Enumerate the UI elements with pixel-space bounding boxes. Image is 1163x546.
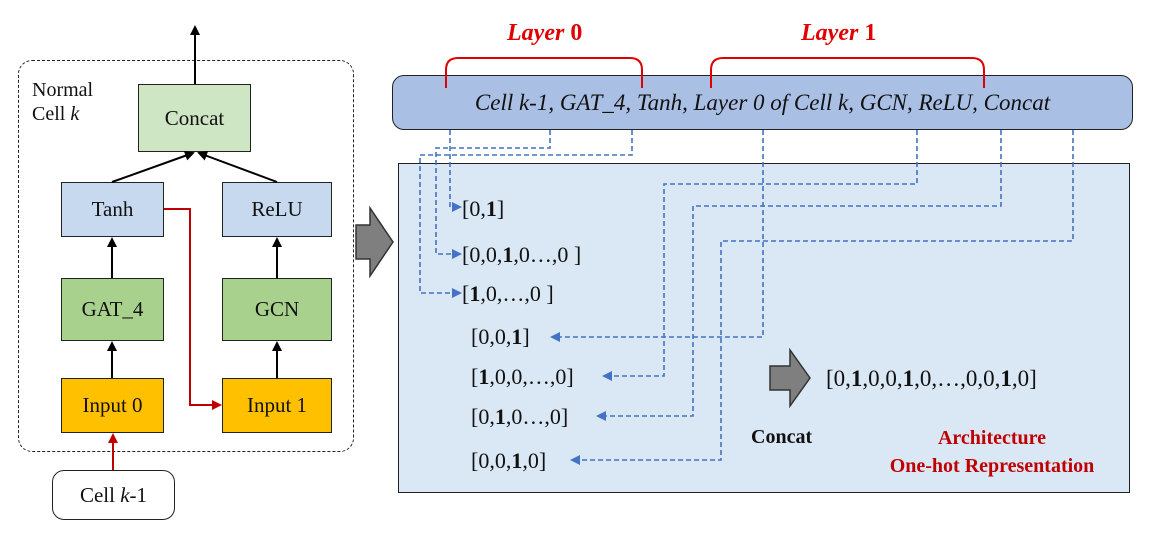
hot-bit: 1 xyxy=(511,324,523,349)
link-tanh xyxy=(419,130,633,298)
normal-cell-label-var: k xyxy=(70,103,80,125)
one-hot-title-line2: One-hot Representation xyxy=(889,455,1095,477)
concat-label: Concat xyxy=(751,426,813,448)
hot-bit: 1 xyxy=(494,404,506,429)
input1-node: Input 1 xyxy=(222,378,332,433)
one-hot-title: Architecture One-hot Representation xyxy=(862,424,1122,480)
vector-part: ] xyxy=(522,324,530,349)
hot-bit: 1 xyxy=(511,448,523,473)
gat-node: GAT_4 xyxy=(61,278,164,341)
layer0-bracket xyxy=(445,57,643,88)
prev-cell-node: Cell k-1 xyxy=(52,470,175,520)
gcn-node: GCN xyxy=(222,278,332,341)
normal-cell-label-prefix: Cell xyxy=(32,103,71,125)
architecture-sequence: Cell k-1, GAT_4, Tanh, Layer 0 of Cell k… xyxy=(392,75,1133,130)
vector-part: ,0…,0] xyxy=(505,404,569,429)
vector-part: [0,0, xyxy=(462,242,503,267)
tanh-to-input1-arrow xyxy=(164,208,222,410)
relu-to-concat-arrow xyxy=(197,151,278,183)
hot-bit: 1 xyxy=(1000,366,1012,391)
hot-bit: 1 xyxy=(485,196,497,221)
vector-part: ,0,…,0,0, xyxy=(914,366,1001,391)
tanh-node: Tanh xyxy=(61,182,164,237)
one-hot-vector: [1,0,0,…,0] xyxy=(471,364,574,390)
tanh-to-concat-arrow xyxy=(111,150,195,183)
vector-part: ,0,…,0 ] xyxy=(480,281,554,306)
normal-cell-label-line2: Cell k xyxy=(32,102,93,126)
link-relu xyxy=(596,130,1002,421)
vector-part: ,0…,0 ] xyxy=(513,242,582,267)
normal-cell-container xyxy=(18,60,354,452)
vector-part: ,0] xyxy=(1011,366,1037,391)
vector-part: [0, xyxy=(826,366,851,391)
hot-bit: 1 xyxy=(850,366,863,391)
link-gcn xyxy=(602,130,918,381)
concat-node: Concat xyxy=(138,84,251,152)
one-hot-vector: [0,0,1,0…,0 ] xyxy=(462,242,581,268)
one-hot-panel xyxy=(398,163,1130,493)
vector-part: [0,0, xyxy=(471,324,512,349)
vector-part: ] xyxy=(496,196,505,221)
normal-cell-label: Normal Cell k xyxy=(32,78,93,126)
prev-cell-var: k xyxy=(120,482,130,507)
input0-node: Input 0 xyxy=(61,378,164,433)
prev-cell-suffix: -1 xyxy=(129,482,148,507)
one-hot-vector: [0,1] xyxy=(462,196,504,222)
vector-part: [0,0, xyxy=(471,448,512,473)
concatenated-vector: [0,1,0,0,1,0,…,0,0,1,0] xyxy=(826,366,1037,392)
layer0-number: 0 xyxy=(570,20,583,46)
hot-bit: 1 xyxy=(502,242,514,267)
hot-bit: 1 xyxy=(469,281,481,306)
layer0-label: Layer 0 xyxy=(507,20,582,47)
link-cell-prev xyxy=(449,130,462,212)
one-hot-vector: [0,0,1] xyxy=(471,324,530,350)
gray-arrow-concat xyxy=(769,347,811,409)
vector-part: ,0] xyxy=(522,448,547,473)
one-hot-vector: [1,0,…,0 ] xyxy=(462,281,554,307)
layer1-bracket xyxy=(710,57,985,88)
one-hot-title-line1: Architecture xyxy=(937,427,1047,449)
relu-node: ReLU xyxy=(222,182,332,237)
layer1-label: Layer 1 xyxy=(801,20,876,47)
vector-part: [0, xyxy=(471,404,495,429)
vector-part: ,0,0,…,0] xyxy=(489,364,574,389)
one-hot-vector: [0,0,1,0] xyxy=(471,448,546,474)
normal-cell-label-line1: Normal xyxy=(32,79,94,101)
layer0-word: Layer xyxy=(507,20,565,46)
hot-bit: 1 xyxy=(902,366,915,391)
vector-part: ,0,0, xyxy=(862,366,903,391)
layer1-number: 1 xyxy=(864,20,877,46)
link-concat xyxy=(570,130,1074,465)
gray-arrow-main xyxy=(355,205,394,279)
vector-part: [ xyxy=(462,281,470,306)
layer1-word: Layer xyxy=(801,20,859,46)
vector-part: [ xyxy=(471,364,479,389)
hot-bit: 1 xyxy=(478,364,490,389)
link-layer0 xyxy=(550,130,764,342)
link-gat xyxy=(435,130,551,259)
prev-cell-prefix: Cell xyxy=(79,482,121,507)
one-hot-vector: [0,1,0…,0] xyxy=(471,404,568,430)
vector-part: [0, xyxy=(462,196,486,221)
